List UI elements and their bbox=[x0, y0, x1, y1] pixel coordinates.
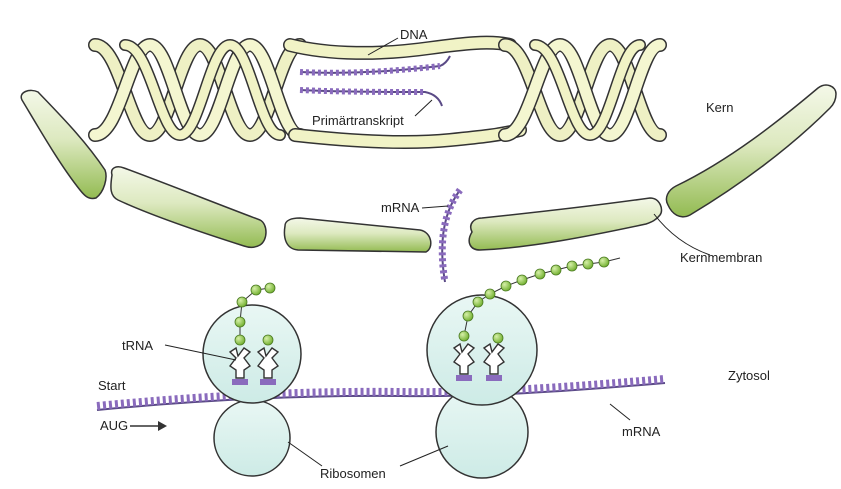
peptide-chain-2 bbox=[458, 256, 621, 344]
label-cytosol: Zytosol bbox=[728, 368, 770, 383]
trna-leader-line bbox=[164, 344, 237, 361]
label-start: Start bbox=[98, 378, 126, 393]
label-nuclear-membrane: Kernmembran bbox=[680, 250, 762, 265]
label-trna: tRNA bbox=[122, 338, 153, 353]
membrane-segment-3 bbox=[283, 217, 432, 253]
dna-leader-line bbox=[367, 37, 399, 56]
label-mrna-lower: mRNA bbox=[622, 424, 661, 439]
ribosome-1-small-subunit bbox=[213, 399, 291, 477]
trna-icon bbox=[452, 342, 476, 375]
membrane-segment-1 bbox=[20, 89, 107, 200]
trna-icon bbox=[482, 342, 506, 375]
label-nucleus: Kern bbox=[706, 100, 733, 115]
label-primary-transcript: Primärtranskript bbox=[312, 113, 404, 128]
ribosomes-leader-line-1 bbox=[287, 441, 323, 467]
dna-helix: DNA Primärtranskript bbox=[88, 27, 667, 150]
label-ribosomes: Ribosomen bbox=[320, 466, 386, 481]
mrna-cytosol bbox=[96, 375, 666, 411]
trna-icon bbox=[256, 346, 280, 379]
ribosome-1 bbox=[202, 282, 302, 477]
mrna-lower-leader-line bbox=[609, 403, 631, 421]
membrane-segment-2 bbox=[110, 166, 267, 249]
primary-transcript-leader-line bbox=[414, 99, 433, 117]
ribosome-2 bbox=[426, 256, 621, 479]
label-dna: DNA bbox=[400, 27, 428, 42]
mrna-in-pore bbox=[438, 187, 463, 283]
label-aug: AUG bbox=[100, 418, 128, 433]
membrane-segment-5 bbox=[665, 84, 837, 218]
ribosome-2-large-subunit bbox=[426, 294, 538, 406]
primary-transcript bbox=[299, 55, 451, 107]
arrow-right-icon bbox=[130, 421, 167, 431]
ribosomes-leader-line-2 bbox=[399, 445, 449, 467]
membrane-segment-4 bbox=[468, 197, 663, 251]
trna-icon bbox=[228, 346, 252, 379]
mrna-upper-leader-line bbox=[421, 205, 449, 209]
ribosome-1-large-subunit bbox=[202, 304, 302, 404]
peptide-chain-1 bbox=[234, 282, 276, 346]
nuclear-membrane-leader-line bbox=[653, 213, 711, 256]
nuclear-membrane bbox=[20, 84, 837, 253]
label-mrna-upper: mRNA bbox=[381, 200, 420, 215]
